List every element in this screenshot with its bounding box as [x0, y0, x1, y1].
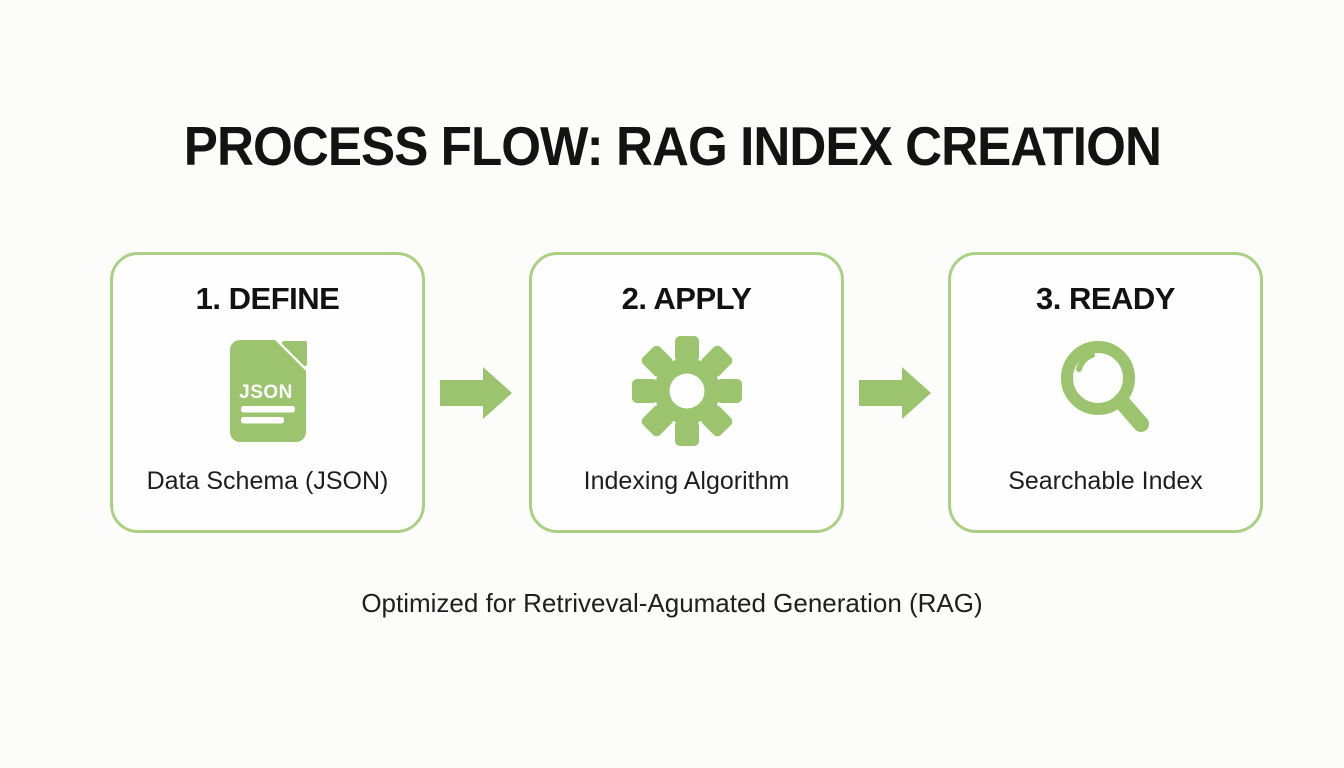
right-arrow-icon-svg — [440, 366, 512, 419]
page-title: PROCESS FLOW: RAG INDEX CREATION — [0, 114, 1344, 178]
step-label: Searchable Index — [1008, 467, 1203, 495]
step-heading: 1. DEFINE — [195, 281, 340, 316]
step-heading: 3. READY — [1036, 281, 1175, 316]
caption: Optimized for Retriveval-Agumated Genera… — [361, 588, 983, 618]
json-document-icon-svg: JSON — [229, 340, 307, 442]
right-arrow-icon — [844, 365, 948, 421]
right-arrow-icon-svg — [859, 366, 931, 419]
step-label: Data Schema (JSON) — [146, 467, 389, 495]
page-title-text: PROCESS FLOW: RAG INDEX CREATION — [183, 115, 1161, 177]
magnifier-icon-svg — [1060, 341, 1149, 432]
gear-icon — [631, 335, 743, 447]
gear-icon-svg — [631, 336, 742, 446]
step-card-define: 1. DEFINE JSON Data Schema (JSON) — [110, 252, 425, 533]
step-card-apply: 2. APPLY — [529, 252, 844, 533]
step-card-ready: 3. READY Searchable Index — [948, 252, 1263, 533]
magnifier-icon — [1051, 335, 1161, 447]
json-icon-text: JSON — [239, 382, 293, 403]
json-document-icon: JSON — [228, 335, 308, 447]
step-heading: 2. APPLY — [621, 281, 752, 316]
right-arrow-icon — [425, 365, 529, 421]
process-flow: 1. DEFINE JSON Data Schema (JSON) 2. APP… — [110, 252, 1263, 533]
step-label: Indexing Algorithm — [583, 467, 790, 495]
